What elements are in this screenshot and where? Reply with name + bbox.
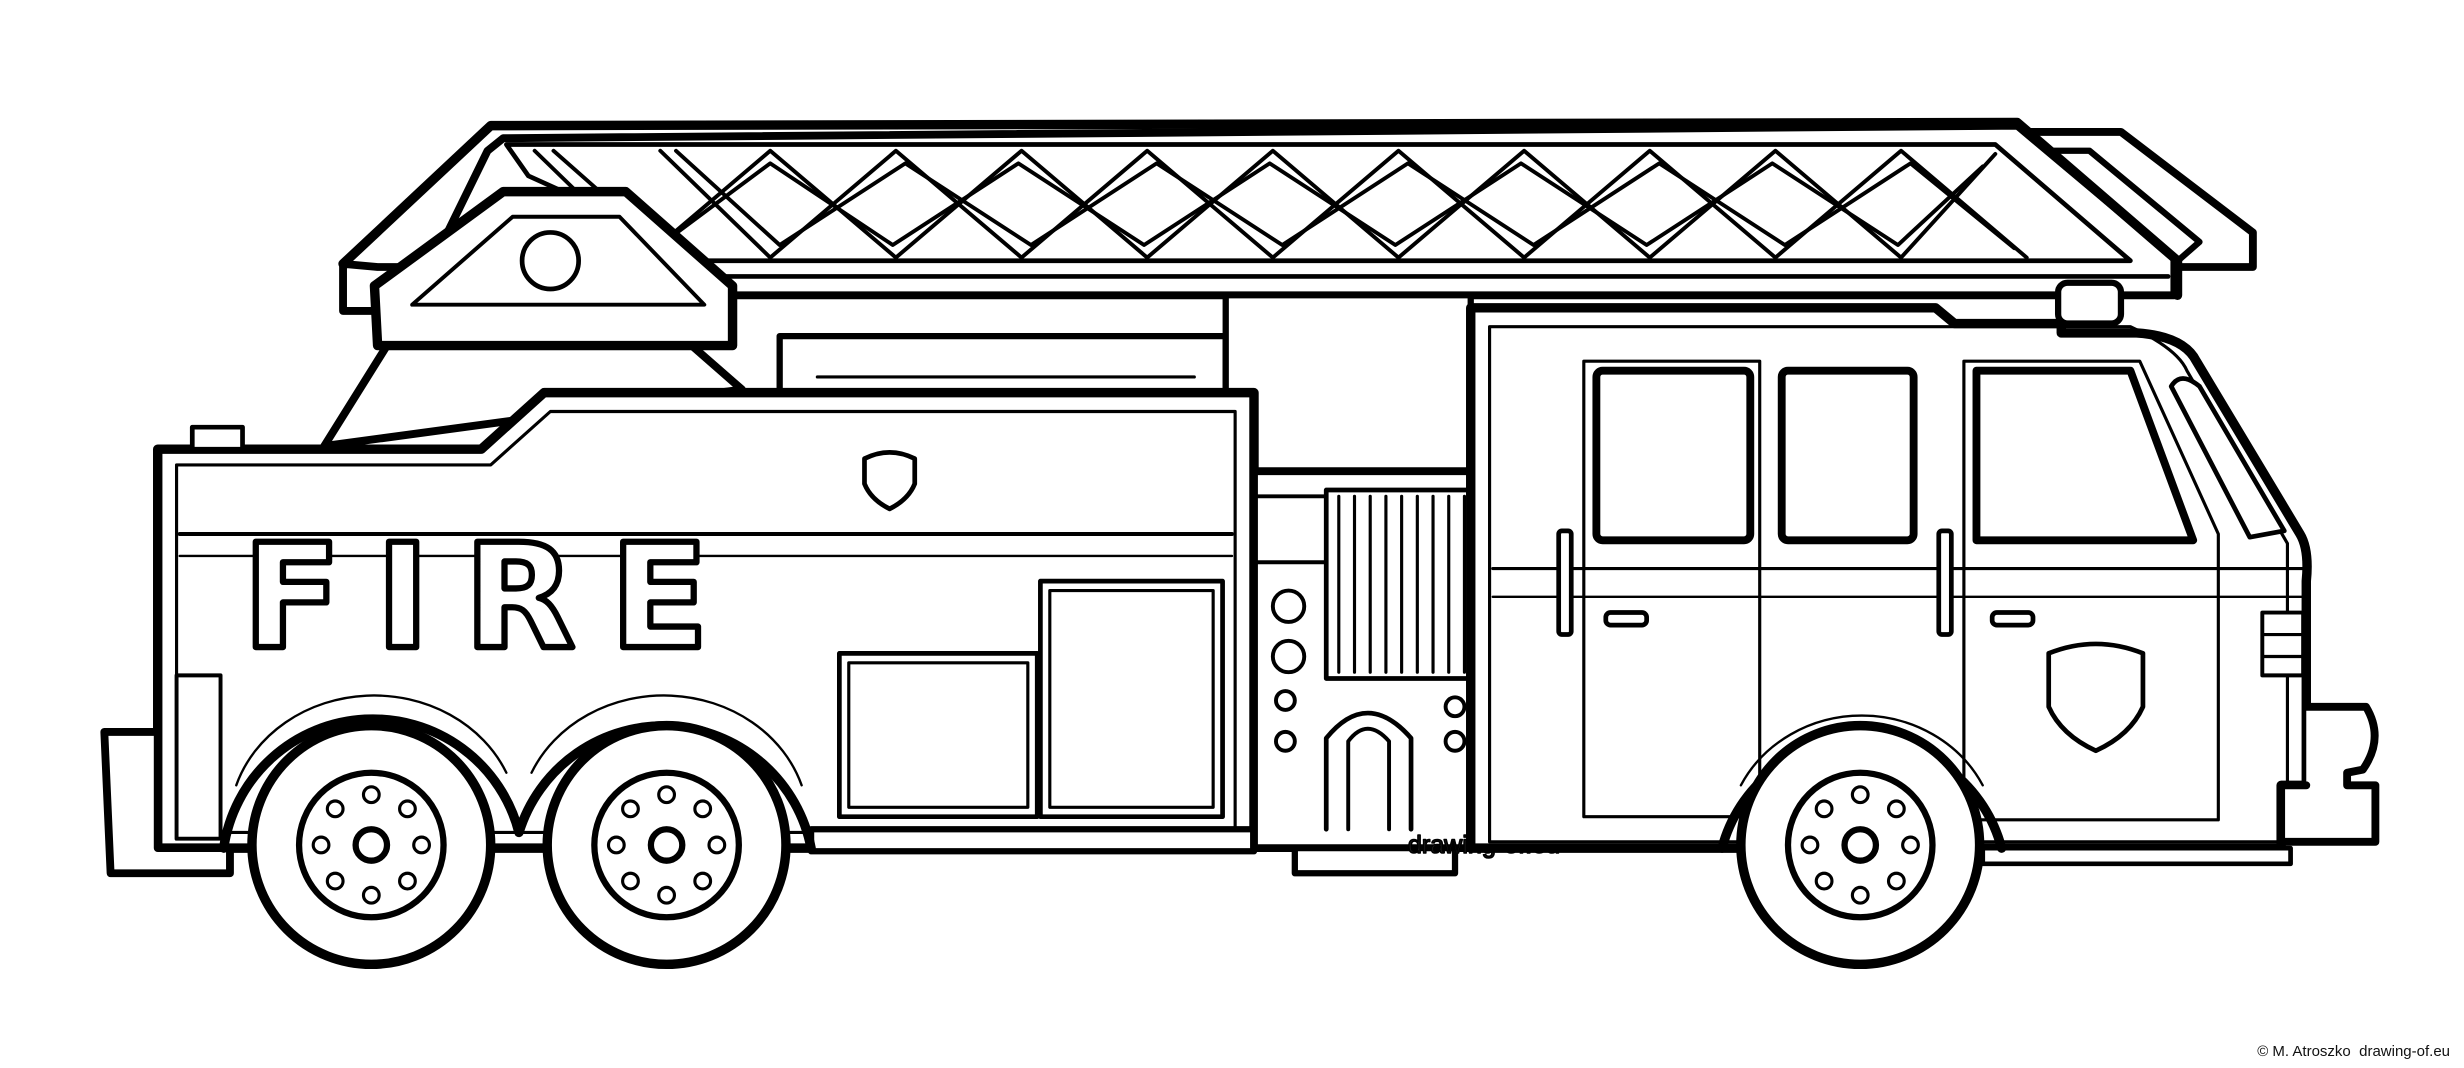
beacon-light-icon: [2054, 279, 2125, 327]
valve-icon: [1443, 695, 1467, 719]
wheel-rear-1: [247, 720, 496, 970]
shield-icon: [862, 449, 918, 512]
shield-icon: [2046, 641, 2146, 754]
turret-light-icon: [519, 230, 581, 292]
wheel-rear-2: [542, 720, 791, 970]
copyright-credit: © M. Atroszko drawing-of.eu: [2257, 1043, 2450, 1060]
cab: [1466, 279, 2380, 867]
ladder-lattice: [532, 148, 2029, 260]
valve-icon: [1274, 689, 1297, 712]
ladder: [338, 117, 2257, 315]
pump-panel: [1250, 467, 1500, 877]
cab-window: [1972, 366, 2198, 545]
wheel-front: [1736, 720, 1985, 970]
door-handle: [1603, 610, 1649, 628]
fire-side-text: FIRE: [243, 514, 744, 682]
door-handle: [1989, 610, 2036, 628]
gauge-icon: [1270, 638, 1307, 675]
gauge-icon: [1270, 588, 1307, 624]
cab-window: [1592, 366, 1755, 545]
cab-window: [1777, 366, 1918, 545]
valve-icon: [1274, 729, 1297, 753]
valve-icon: [1443, 729, 1467, 753]
